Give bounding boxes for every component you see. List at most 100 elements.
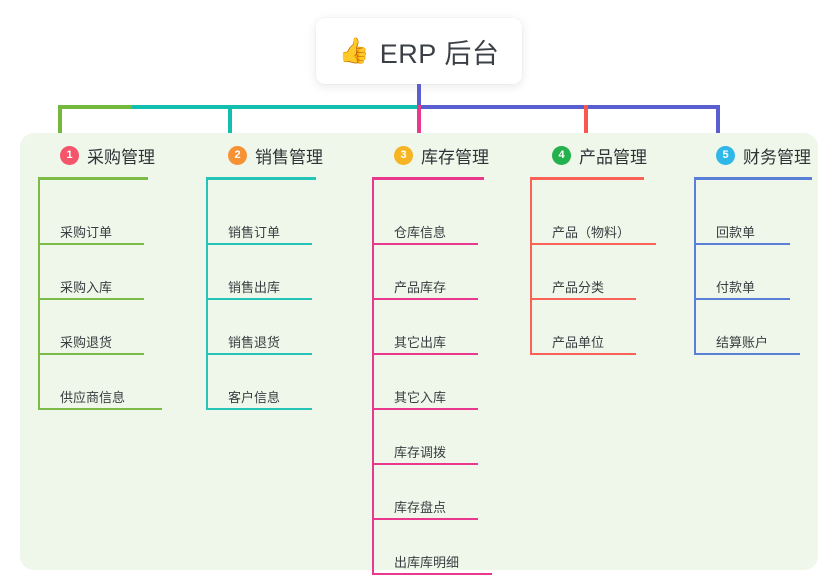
leaf-node[interactable]: 采购入库	[38, 260, 144, 300]
leaf-node-underline	[372, 463, 478, 465]
column-spine-purchase	[38, 180, 40, 410]
leaf-node-underline	[372, 353, 478, 355]
leaf-node-label: 其它入库	[394, 390, 447, 405]
leaf-node-label: 产品库存	[394, 280, 447, 295]
leaf-node-underline	[206, 298, 312, 300]
column-title-purchase: 采购管理	[87, 147, 155, 167]
leaf-node[interactable]: 销售出库	[206, 260, 312, 300]
leaf-node-underline	[372, 243, 478, 245]
column-title-product: 产品管理	[579, 147, 647, 167]
leaf-node-label: 其它出库	[394, 335, 447, 350]
column-badge-inventory: 3	[394, 145, 413, 165]
column-title-inventory: 库存管理	[421, 147, 489, 167]
leaf-node[interactable]: 客户信息	[206, 370, 312, 410]
leaf-node-label: 库存调拨	[394, 445, 447, 460]
column-finance: 5 财务管理回款单付款单结算账户	[694, 133, 812, 355]
leaf-node-underline	[206, 408, 312, 410]
drop-purchase	[58, 105, 62, 149]
leaf-node[interactable]: 仓库信息	[372, 205, 478, 245]
column-header-inventory[interactable]: 3 库存管理	[372, 133, 489, 177]
bar-segment-blue	[419, 105, 720, 109]
leaf-node-underline	[38, 298, 144, 300]
leaf-node[interactable]: 产品（物料）	[530, 205, 656, 245]
column-header-finance[interactable]: 5 财务管理	[694, 133, 811, 177]
drop-sales	[228, 105, 232, 149]
column-spine-inventory	[372, 180, 374, 575]
leaf-node-label: 供应商信息	[60, 390, 126, 405]
column-spine-sales	[206, 180, 208, 410]
leaf-node-label: 采购入库	[60, 280, 113, 295]
column-sales: 2 销售管理销售订单销售出库销售退货客户信息	[206, 133, 323, 410]
leaf-node[interactable]: 付款单	[694, 260, 790, 300]
column-header-sales[interactable]: 2 销售管理	[206, 133, 323, 177]
leaf-node-label: 客户信息	[228, 390, 281, 405]
column-title-finance: 财务管理	[743, 147, 811, 167]
leaf-node-label: 产品（物料）	[552, 225, 631, 240]
leaf-node-underline	[694, 298, 790, 300]
column-underline-sales	[206, 177, 316, 180]
leaf-node-underline	[206, 353, 312, 355]
leaf-node-underline	[372, 518, 478, 520]
leaf-node[interactable]: 产品库存	[372, 260, 478, 300]
leaf-node-label: 结算账户	[716, 335, 769, 350]
column-underline-product	[530, 177, 644, 180]
column-title-sales: 销售管理	[255, 147, 323, 167]
leaf-node[interactable]: 出库库明细	[372, 535, 492, 575]
leaf-node-label: 销售出库	[228, 280, 281, 295]
leaf-node-underline	[372, 573, 492, 575]
bar-segment-teal	[132, 105, 419, 109]
leaf-node-label: 库存盘点	[394, 500, 447, 515]
leaf-node-underline	[694, 243, 790, 245]
leaf-node-underline	[694, 353, 800, 355]
column-badge-product: 4	[552, 145, 571, 165]
leaf-node[interactable]: 采购退货	[38, 315, 144, 355]
leaf-node-underline	[38, 353, 144, 355]
diagram-panel: 1 采购管理采购订单采购入库采购退货供应商信息 2 销售管理销售订单销售出库销售退货客…	[20, 133, 818, 575]
leaf-node-underline	[38, 243, 144, 245]
leaf-node-label: 采购订单	[60, 225, 113, 240]
leaf-node-label: 付款单	[716, 280, 756, 295]
leaf-node[interactable]: 销售订单	[206, 205, 312, 245]
leaf-node[interactable]: 回款单	[694, 205, 790, 245]
leaf-node[interactable]: 采购订单	[38, 205, 144, 245]
leaf-node[interactable]: 其它入库	[372, 370, 478, 410]
leaf-node[interactable]: 库存盘点	[372, 480, 478, 520]
drop-product	[584, 105, 588, 149]
leaf-node-underline	[372, 298, 478, 300]
column-spine-product	[530, 180, 532, 355]
column-header-product[interactable]: 4 产品管理	[530, 133, 647, 177]
leaf-node-label: 出库库明细	[394, 555, 460, 570]
leaf-node-label: 销售订单	[228, 225, 281, 240]
column-underline-inventory	[372, 177, 484, 180]
root-node-title: ERP 后台	[379, 38, 500, 69]
drop-finance	[716, 105, 720, 149]
root-trunk-connector	[417, 84, 421, 108]
column-header-purchase[interactable]: 1 采购管理	[38, 133, 155, 177]
root-node-card[interactable]: 👍 ERP 后台	[316, 18, 522, 84]
leaf-node[interactable]: 其它出库	[372, 315, 478, 355]
column-badge-finance: 5	[716, 145, 735, 165]
leaf-node-label: 采购退货	[60, 335, 113, 350]
leaf-node-underline	[530, 243, 656, 245]
drop-inventory	[417, 105, 421, 149]
bar-segment-green	[58, 105, 132, 109]
thumbs-up-icon: 👍	[338, 36, 370, 65]
leaf-node[interactable]: 产品分类	[530, 260, 636, 300]
column-badge-purchase: 1	[60, 145, 79, 165]
leaf-node-label: 产品分类	[552, 280, 605, 295]
leaf-node[interactable]: 供应商信息	[38, 370, 162, 410]
leaf-node[interactable]: 产品单位	[530, 315, 636, 355]
column-product: 4 产品管理产品（物料） 产品分类产品单位	[530, 133, 656, 355]
column-badge-sales: 2	[228, 145, 247, 165]
leaf-node[interactable]: 结算账户	[694, 315, 800, 355]
column-spine-finance	[694, 180, 696, 355]
leaf-node-label: 回款单	[716, 225, 756, 240]
leaf-node[interactable]: 库存调拨	[372, 425, 478, 465]
column-underline-finance	[694, 177, 812, 180]
column-purchase: 1 采购管理采购订单采购入库采购退货供应商信息	[38, 133, 162, 410]
leaf-node-label: 仓库信息	[394, 225, 447, 240]
leaf-node[interactable]: 销售退货	[206, 315, 312, 355]
leaf-node-underline	[206, 243, 312, 245]
column-inventory: 3 库存管理仓库信息产品库存其它出库其它入库库存调拨库存盘点出库库明细	[372, 133, 492, 575]
